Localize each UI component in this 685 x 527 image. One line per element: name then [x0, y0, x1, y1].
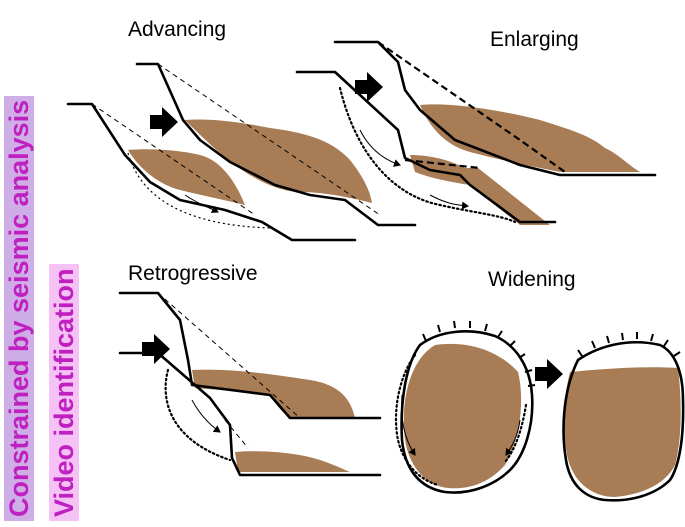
enlarging-dashed-1 — [378, 42, 565, 172]
retrogressive-panel — [120, 293, 380, 475]
widening-right-sediment — [564, 367, 681, 497]
enlarging-movement-arrow — [360, 130, 400, 165]
widening-panel — [396, 321, 683, 500]
advancing-direction-arrow — [150, 107, 178, 137]
retrogressive-lower-sediment — [235, 451, 350, 472]
enlarging-direction-arrow — [355, 72, 383, 102]
widening-direction-arrow — [535, 359, 563, 389]
retrogressive-upper-sediment — [192, 370, 355, 418]
widening-left-sediment — [404, 344, 521, 488]
